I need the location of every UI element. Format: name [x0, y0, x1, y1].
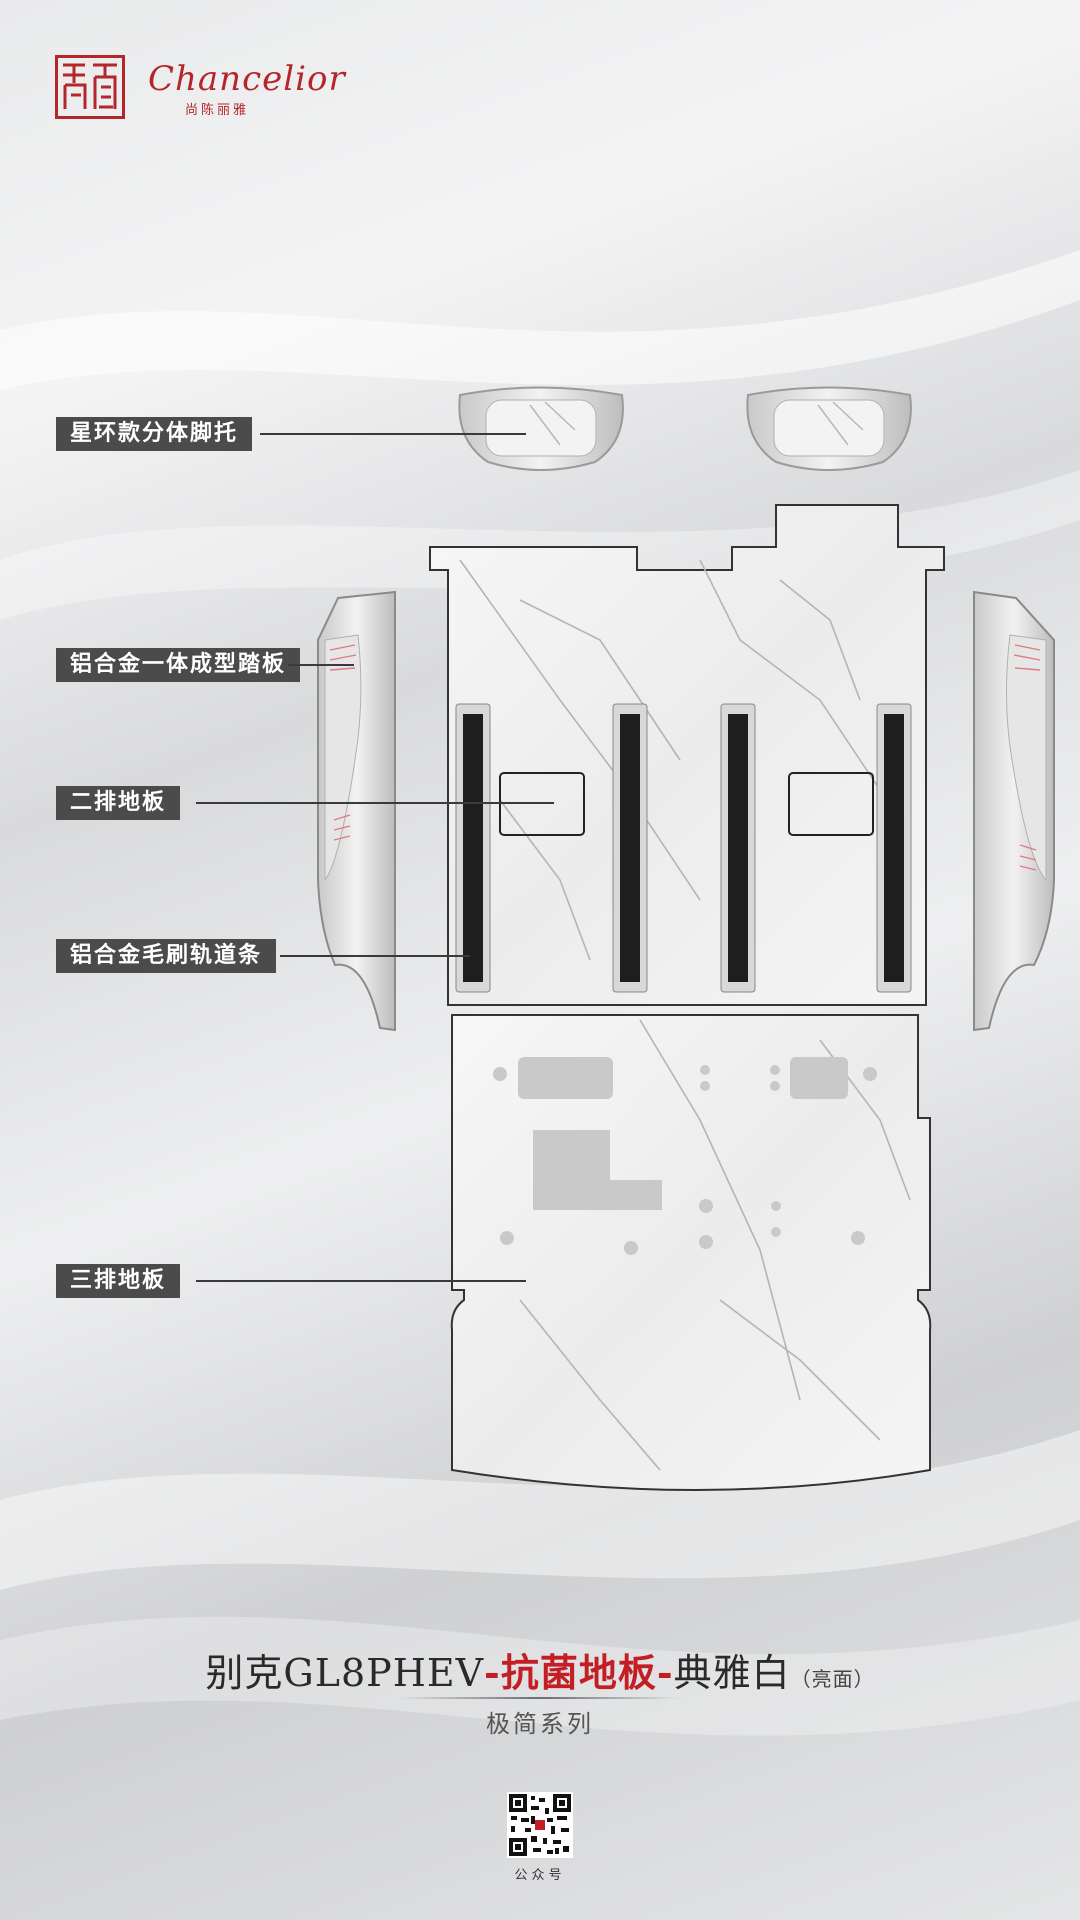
side-step-right: [973, 590, 1055, 1032]
second-row-floor: [429, 504, 945, 1006]
callout-side-step-leader: [288, 664, 354, 666]
title-dash-1: -: [484, 1650, 501, 1695]
footrest-left: [458, 386, 624, 471]
title-highlight: 抗菌地板: [500, 1650, 657, 1695]
callout-footrest-label: 星环款分体脚托: [56, 417, 253, 451]
callout-second-row-label: 二排地板: [56, 786, 181, 820]
callout-second-row-leader: [196, 802, 554, 804]
brand-chinese-name: 尚陈丽雅: [185, 103, 250, 118]
brand-logo: Chancelior 尚陈丽雅: [55, 55, 345, 125]
title-divider: [400, 1697, 680, 1699]
brush-rails: [455, 703, 912, 993]
product-title: 别克GL8PHEV-抗菌地板-典雅白（亮面）: [0, 1642, 1080, 1697]
callout-footrest-leader: [260, 433, 526, 435]
callout-side-step-label: 铝合金一体成型踏板: [56, 648, 301, 682]
callout-brush-rail-leader: [280, 955, 470, 957]
series-subtitle: 极简系列: [486, 1710, 594, 1738]
footrest-right: [746, 386, 912, 471]
callout-third-row-label: 三排地板: [56, 1264, 181, 1298]
qr-caption: 公众号: [514, 1868, 566, 1883]
qr-code-icon[interactable]: [507, 1792, 573, 1858]
callout-third-row-leader: [196, 1280, 526, 1282]
seal-icon: [63, 63, 117, 109]
callout-brush-rail-label: 铝合金毛刷轨道条: [56, 939, 277, 973]
brand-wordmark: Chancelior: [148, 59, 346, 99]
third-row-floor: [450, 1014, 932, 1491]
seal-logo: [55, 55, 125, 119]
side-step-left: [317, 590, 396, 1032]
title-color-name: 典雅白: [673, 1651, 791, 1695]
title-finish: （亮面）: [790, 1667, 875, 1691]
title-model: 别克GL8PHEV: [205, 1651, 485, 1695]
title-dash-2: -: [656, 1650, 674, 1695]
